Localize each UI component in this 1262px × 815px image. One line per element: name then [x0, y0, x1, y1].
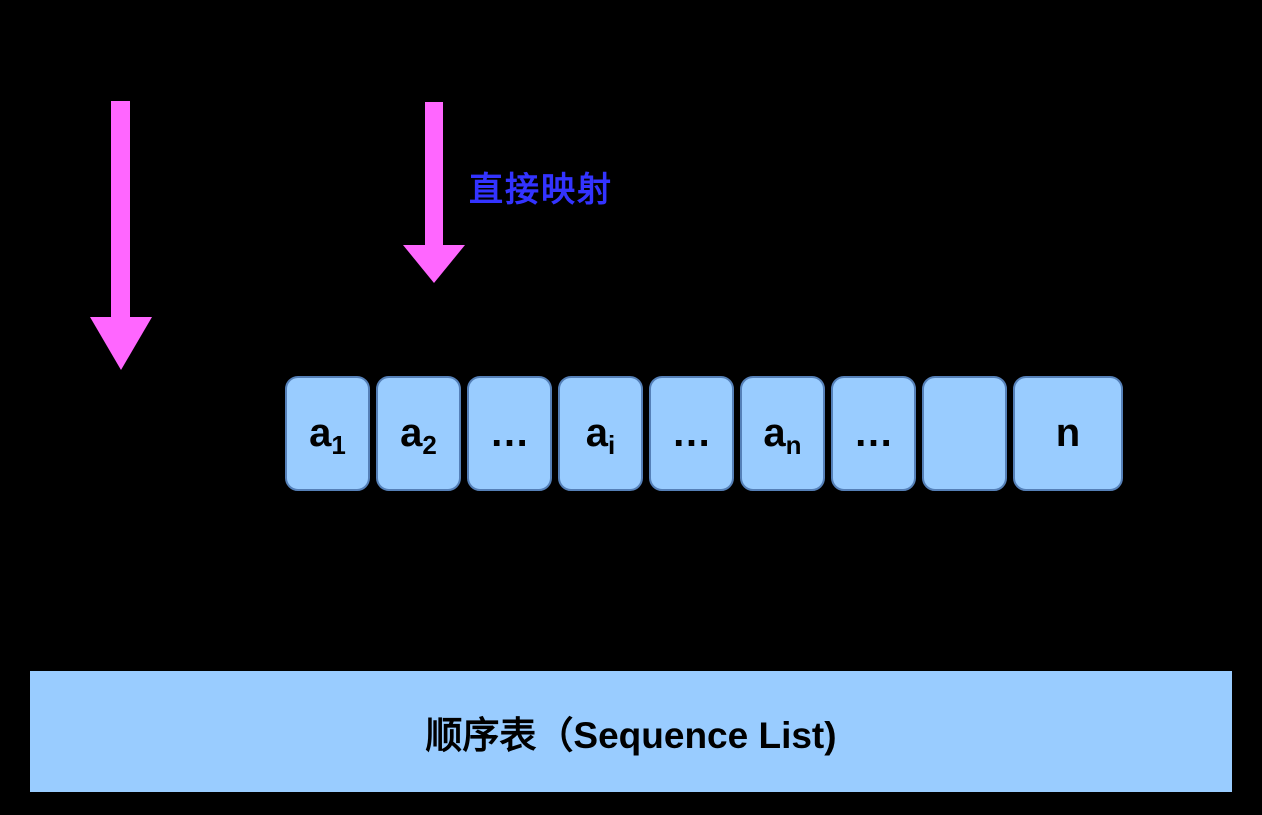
cell-base: a — [309, 411, 332, 455]
down-arrow-right-shaft — [425, 102, 443, 248]
cell-subscript: i — [608, 430, 616, 460]
down-arrow-right-head — [403, 245, 465, 283]
cell-base: … — [853, 411, 894, 455]
cell-base: … — [671, 411, 712, 455]
sequence-list-banner-label: 顺序表（Sequence List) — [425, 714, 837, 756]
direct-mapping-label: 直接映射 — [469, 171, 613, 209]
down-arrow-left-shaft — [111, 101, 130, 320]
cell-base: a — [763, 411, 786, 455]
array-cell: … — [831, 376, 916, 491]
down-arrow-left-head — [90, 317, 152, 370]
cell-subscript: 2 — [422, 430, 437, 460]
array-cell: n — [1013, 376, 1123, 491]
sequence-list-banner: 顺序表（Sequence List) — [30, 671, 1232, 792]
array-cell: … — [649, 376, 734, 491]
cell-base: n — [1055, 411, 1081, 455]
cell-subscript: 1 — [331, 430, 346, 460]
cell-base: … — [489, 411, 530, 455]
array-cell-empty — [922, 376, 1007, 491]
cell-base: a — [585, 411, 608, 455]
cell-base: a — [400, 411, 423, 455]
cell-subscript: n — [785, 430, 802, 460]
array-cell: … — [467, 376, 552, 491]
